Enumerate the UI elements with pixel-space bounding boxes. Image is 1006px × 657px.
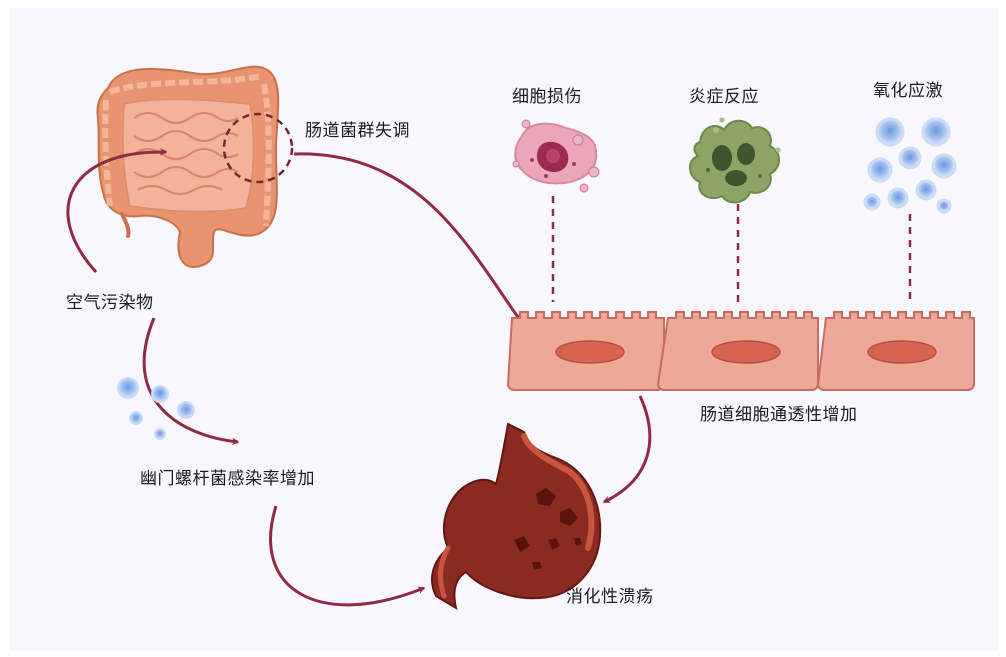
label-peptic-ulcer: 消化性溃疡 (566, 582, 654, 607)
epithelial-cell (818, 312, 974, 390)
label-h-pylori-infection: 幽门螺杆菌感染率增加 (140, 464, 315, 489)
label-gut-dysbiosis: 肠道菌群失调 (305, 116, 410, 141)
intestine-illustration (97, 67, 278, 267)
oxidative-stress-particles-icon (865, 119, 955, 212)
epithelial-cell (658, 312, 818, 390)
stomach-illustration (432, 424, 600, 608)
arrow-permeability-to-ulcer (604, 396, 650, 502)
intestinal-epithelium (508, 312, 974, 390)
pollutant-particles (118, 378, 194, 439)
damaged-cell-icon (513, 120, 599, 192)
epithelial-cell (508, 312, 664, 390)
label-intestinal-permeability: 肠道细胞通透性增加 (700, 400, 858, 425)
arrow-pollutants-to-hpylori (144, 318, 238, 442)
label-cell-damage: 细胞损伤 (512, 82, 582, 107)
arrow-dysbiosis-to-epithelium (294, 154, 520, 320)
label-inflammation: 炎症反应 (689, 82, 759, 107)
arrow-hpylori-to-ulcer (271, 506, 424, 605)
label-air-pollutants: 空气污染物 (66, 288, 154, 313)
inflammatory-cell-icon (690, 118, 781, 203)
label-oxidative-stress: 氧化应激 (873, 76, 943, 101)
